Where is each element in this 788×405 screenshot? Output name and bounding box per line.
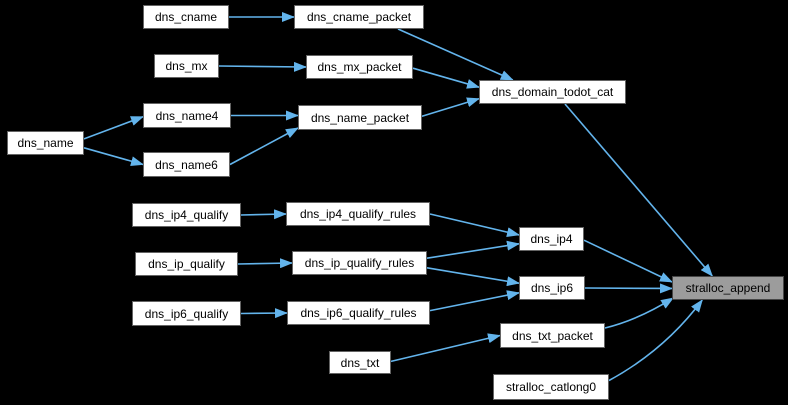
edge-dns_ip_qualify_rules-to-dns_ip4	[426, 240, 520, 259]
graph-node-dns_name[interactable]: dns_name	[7, 131, 84, 155]
graph-node-stralloc_append: stralloc_append	[672, 276, 784, 300]
graph-node-dns_domain_todot_cat[interactable]: dns_domain_todot_cat	[479, 80, 626, 104]
edge-group	[83, 12, 713, 382]
edge-dns_name-to-dns_name4	[83, 116, 144, 140]
graph-node-stralloc_catlong0[interactable]: stralloc_catlong0	[493, 374, 609, 400]
graph-node-dns_ip4[interactable]: dns_ip4	[519, 227, 584, 251]
edge-dns_domain_todot_cat-to-stralloc_append	[564, 103, 713, 277]
graph-node-dns_ip6_qualify_rules[interactable]: dns_ip6_qualify_rules	[287, 301, 430, 325]
edge-dns_ip4_qualify-to-dns_ip4_qualify_rules	[240, 209, 287, 220]
graph-node-dns_ip_qualify[interactable]: dns_ip_qualify	[135, 252, 238, 276]
edge-dns_cname_packet-to-dns_domain_todot_cat	[397, 28, 514, 81]
graph-node-dns_ip6[interactable]: dns_ip6	[519, 276, 585, 300]
edge-dns_ip4-to-stralloc_append	[583, 239, 673, 283]
edge-dns_name_packet-to-dns_domain_todot_cat	[421, 97, 480, 118]
edge-dns_txt_packet-to-stralloc_append	[604, 297, 674, 329]
graph-node-dns_cname_packet[interactable]: dns_cname_packet	[294, 5, 424, 29]
graph-node-dns_ip_qualify_rules[interactable]: dns_ip_qualify_rules	[292, 251, 427, 275]
graph-node-dns_txt_packet[interactable]: dns_txt_packet	[500, 323, 605, 348]
edge-stralloc_catlong0-to-stralloc_append	[608, 299, 703, 382]
graph-node-dns_mx[interactable]: dns_mx	[154, 54, 219, 78]
edge-dns_ip4_qualify_rules-to-dns_ip4	[429, 213, 520, 238]
edge-dns_mx_packet-to-dns_domain_todot_cat	[412, 67, 480, 89]
edge-dns_name6-to-dns_name_packet	[229, 127, 299, 166]
graph-node-dns_name_packet[interactable]: dns_name_packet	[298, 105, 422, 130]
edge-dns_txt-to-dns_txt_packet	[390, 333, 501, 363]
graph-node-dns_name6[interactable]: dns_name6	[143, 152, 230, 177]
edge-dns_ip_qualify_rules-to-dns_ip6	[426, 267, 520, 287]
graph-node-dns_mx_packet[interactable]: dns_mx_packet	[306, 55, 413, 79]
edge-dns_ip6_qualify_rules-to-dns_ip6	[429, 290, 520, 312]
edge-dns_ip_qualify-to-dns_ip_qualify_rules	[237, 258, 293, 269]
graph-node-dns_txt[interactable]: dns_txt	[329, 351, 391, 374]
graph-node-dns_cname[interactable]: dns_cname	[143, 5, 229, 29]
graph-node-dns_ip4_qualify[interactable]: dns_ip4_qualify	[132, 203, 241, 227]
edge-dns_name-to-dns_name6	[83, 147, 144, 167]
graph-node-dns_name4[interactable]: dns_name4	[143, 103, 231, 128]
edge-dns_mx-to-dns_mx_packet	[218, 61, 307, 72]
graph-node-dns_ip4_qualify_rules[interactable]: dns_ip4_qualify_rules	[286, 202, 430, 226]
edge-dns_ip6_qualify-to-dns_ip6_qualify_rules	[240, 308, 288, 319]
graph-node-dns_ip6_qualify[interactable]: dns_ip6_qualify	[132, 301, 241, 326]
